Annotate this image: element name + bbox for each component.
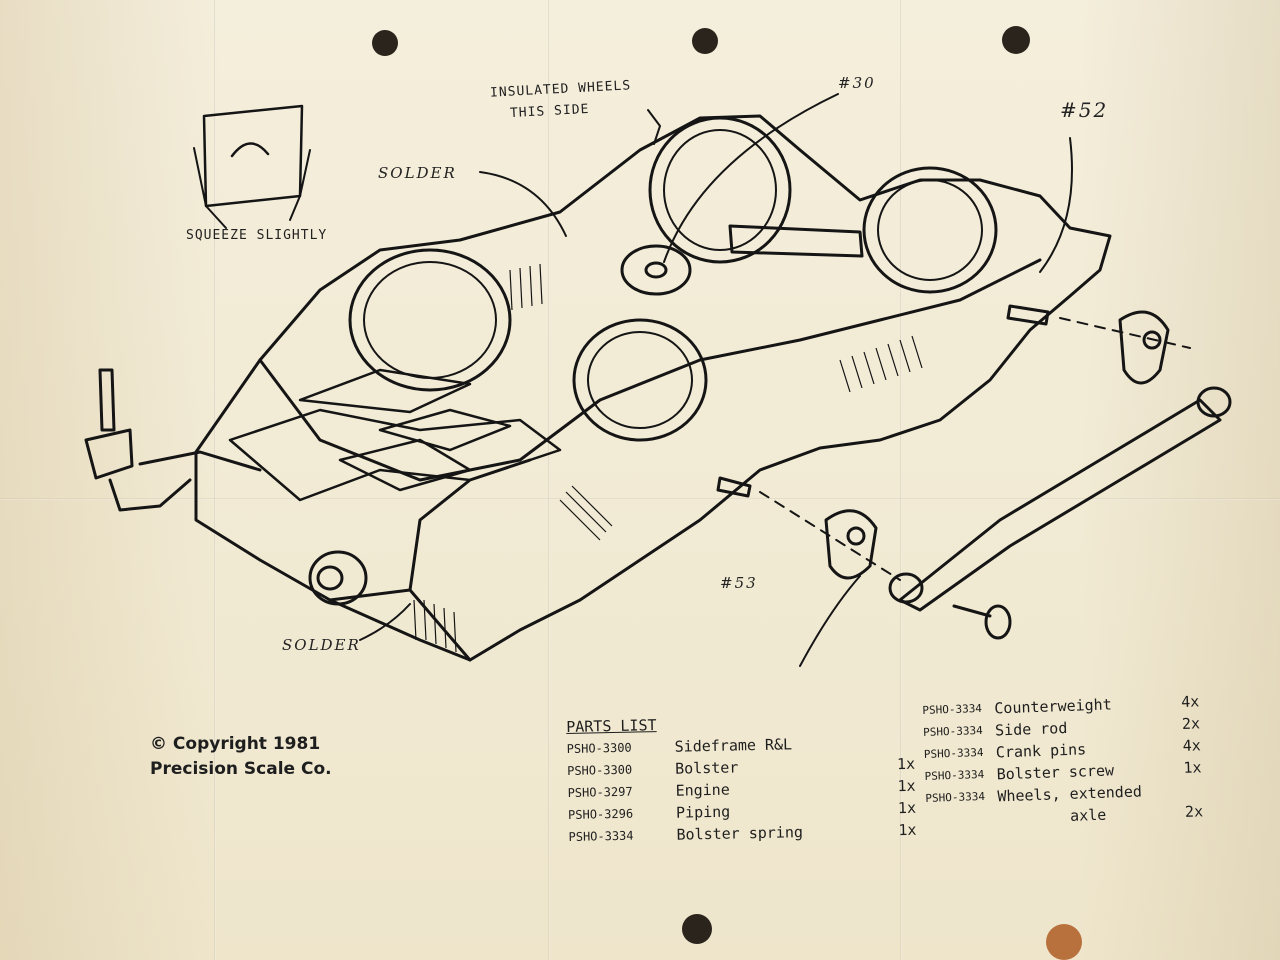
part-quantity: 2x	[1181, 714, 1201, 733]
engine-plates	[228, 368, 562, 502]
part-number: PSHO-3334	[924, 767, 985, 783]
part-number: PSHO-3300	[566, 740, 632, 756]
parts-list-left: PARTS LIST PSHO-3300 Sideframe R&L PSHO-…	[566, 709, 917, 848]
hatching	[413, 263, 923, 653]
part-quantity: 2x	[1184, 802, 1204, 821]
fold-crease-center	[548, 0, 550, 960]
counterweight-53	[824, 509, 878, 580]
fold-crease-horizontal	[0, 498, 1280, 500]
solder-label-bottom: SOLDER	[282, 636, 361, 654]
assembly-guide-lines	[759, 317, 1191, 581]
part-number: PSHO-3334	[923, 745, 984, 761]
fold-crease-right	[900, 0, 902, 960]
counterweight-52	[1118, 310, 1170, 385]
part-quantity: 1x	[897, 798, 917, 818]
binder-hole	[1046, 924, 1082, 960]
part-quantity: 1x	[1183, 758, 1202, 777]
part-quantity: 1x	[898, 820, 917, 840]
crank-pin-left	[716, 476, 752, 498]
part-number: PSHO-3297	[567, 784, 633, 800]
publisher-line: Precision Scale Co.	[150, 759, 332, 779]
part-quantity: 1x	[896, 754, 916, 774]
part-quantity: 1x	[897, 776, 916, 796]
leader-lines	[359, 93, 1073, 667]
part-52-callout: #52	[1060, 98, 1109, 122]
fold-crease-left	[214, 0, 216, 960]
side-rod	[888, 386, 1232, 612]
part-quantity	[1172, 778, 1203, 801]
wheel-rear-right	[648, 116, 792, 264]
binder-hole	[1002, 26, 1030, 54]
part-quantity	[874, 731, 914, 754]
center-gear	[620, 244, 692, 296]
part-number	[926, 807, 999, 831]
wheel-front-right	[862, 166, 998, 294]
part-number: PSHO-3334	[922, 723, 983, 739]
solder-label-top: SOLDER	[378, 164, 457, 182]
part-number: PSHO-3334	[922, 701, 983, 717]
copyright-block: © Copyright 1981 Precision Scale Co.	[150, 732, 332, 782]
wheel-rear-left	[348, 248, 512, 392]
copyright-line: © Copyright 1981	[150, 734, 321, 754]
parts-list-right: PSHO-3334 Counterweight 4x PSHO-3334 Sid…	[922, 690, 1203, 832]
part-number: PSHO-3296	[567, 806, 634, 822]
part-quantity: 4x	[1182, 736, 1202, 755]
part-number: PSHO-3334	[568, 828, 634, 844]
part-number: PSHO-3300	[567, 762, 633, 778]
binder-hole	[682, 914, 712, 944]
front-hub	[308, 550, 368, 606]
bolster-screw	[952, 604, 1012, 640]
piping-assembly	[84, 368, 262, 512]
axle	[728, 224, 864, 258]
binder-hole	[372, 30, 398, 56]
part-number: PSHO-3334	[925, 789, 986, 805]
part-description: Bolster spring	[676, 823, 804, 844]
squeeze-slightly-label: SQUEEZE SLIGHTLY	[186, 228, 328, 243]
part-53-callout: #53	[720, 574, 758, 592]
binder-hole	[692, 28, 718, 54]
frame-outline	[194, 114, 1112, 662]
wheel-front-left	[572, 318, 708, 442]
squeeze-detail-sketch	[193, 104, 311, 229]
part-quantity: 4x	[1180, 692, 1200, 711]
crank-pin-right	[1006, 304, 1050, 326]
part-30-callout: #30	[838, 74, 876, 92]
